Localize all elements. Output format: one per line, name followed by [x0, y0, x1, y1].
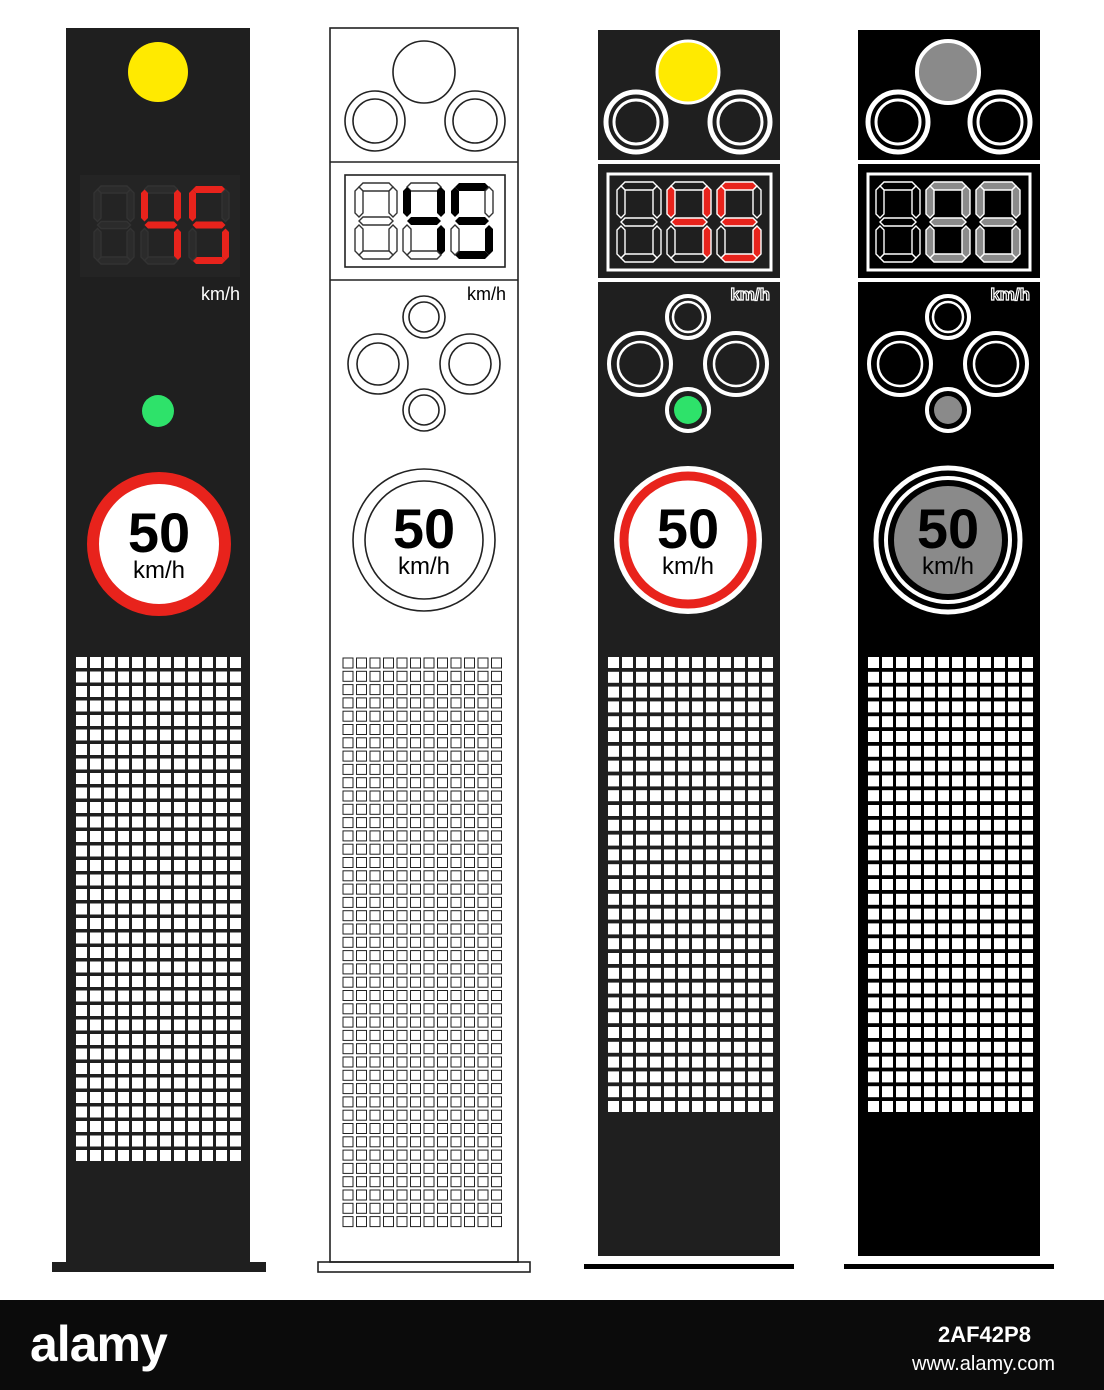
lamp-inner [616, 340, 664, 388]
seven-segment-digit [716, 181, 762, 263]
pole-base [52, 1262, 266, 1272]
lamp-inner [716, 98, 764, 146]
speed-display [866, 172, 1032, 272]
image-id: 2AF42P8 [938, 1322, 1031, 1347]
pole-base [584, 1264, 794, 1269]
gray-lamp [915, 39, 981, 105]
speaker-grille [76, 657, 241, 1161]
speaker-grille [608, 657, 773, 1112]
speed-limit-unit: km/h [398, 553, 450, 580]
speaker-grille [868, 657, 1033, 1112]
speed-limit-fill [894, 486, 1002, 594]
speed-limit-sign [352, 468, 496, 612]
lamp-outer [963, 331, 1029, 397]
lamp-outer [703, 331, 769, 397]
yellow-lamp [128, 42, 188, 102]
lamp-outer [867, 331, 933, 397]
speed-display [606, 172, 773, 272]
green-lamp [674, 396, 702, 424]
lamp-outer [865, 89, 931, 155]
seven-segment-digit [354, 182, 398, 260]
seven-segment-digit [925, 181, 971, 263]
seven-segment-digit [402, 182, 445, 260]
lamp-outer [439, 333, 501, 395]
lamp-inner [356, 342, 400, 386]
pole-base [317, 1261, 531, 1273]
lamp-outer [607, 331, 673, 397]
lamp-inner [452, 98, 498, 144]
lamp-inner [972, 340, 1020, 388]
lamp-outer [344, 90, 406, 152]
yellow-lamp [655, 39, 721, 105]
lamp-outer [925, 387, 971, 433]
speed-unit-label: km/h [201, 284, 240, 304]
lamp-inner [408, 394, 440, 426]
lamp-outer [925, 294, 971, 340]
speed-limit-sign [87, 472, 231, 616]
lamp-outer [665, 294, 711, 340]
speed-limit-value: 50 [917, 497, 979, 560]
speed-limit-unit: km/h [662, 553, 714, 580]
gray-lamp [934, 396, 962, 424]
speed-limit-value: 50 [128, 501, 190, 564]
lamp-inner [448, 342, 492, 386]
lamp-inner [408, 301, 440, 333]
lamp-outer [402, 295, 446, 339]
speed-limit-inner [364, 480, 484, 600]
speaker-grille [342, 657, 502, 1228]
lamp-outer [603, 89, 669, 155]
seven-segment-digit [975, 181, 1021, 263]
lamp-outer [665, 387, 711, 433]
lamp-inner [976, 98, 1024, 146]
speed-limit-value: 50 [657, 497, 719, 560]
lamp-inner [671, 300, 705, 334]
seven-segment-digit [875, 181, 921, 263]
site-url: www.alamy.com [912, 1353, 1055, 1375]
lamp-outer [402, 388, 446, 432]
seven-segment-digit [188, 186, 230, 264]
lamp-inner [612, 98, 660, 146]
lamp-outer [707, 89, 773, 155]
speed-limit-ring [619, 471, 757, 609]
speed-limit-unit: km/h [133, 557, 185, 584]
lamp-outer [444, 90, 506, 152]
lamp-outer [347, 333, 409, 395]
seven-segment-digit [450, 183, 494, 259]
seven-segment-digit [616, 181, 662, 263]
footer-bar: alamy 2AF42P8 www.alamy.com [0, 1300, 1104, 1390]
speed-limit-unit: km/h [922, 553, 974, 580]
speed-display [344, 174, 506, 268]
seven-segment-digit [93, 185, 135, 265]
brand-logo: alamy [30, 1316, 168, 1372]
pole-base [844, 1264, 1054, 1269]
lamp-inner [931, 300, 965, 334]
lamp-outer [967, 89, 1033, 155]
lamp-inner [712, 340, 760, 388]
seven-segment-digit [140, 185, 181, 265]
lamp-inner [874, 98, 922, 146]
top-lamp [392, 40, 456, 104]
lamp-inner [876, 340, 924, 388]
speed-unit-label: km/h [730, 285, 770, 304]
seven-segment-digit [666, 181, 712, 263]
speed-limit-value: 50 [393, 497, 455, 560]
speed-unit-label: km/h [467, 284, 506, 304]
lamp-inner [352, 98, 398, 144]
green-lamp [142, 395, 174, 427]
speed-unit-label: km/h [990, 285, 1030, 304]
